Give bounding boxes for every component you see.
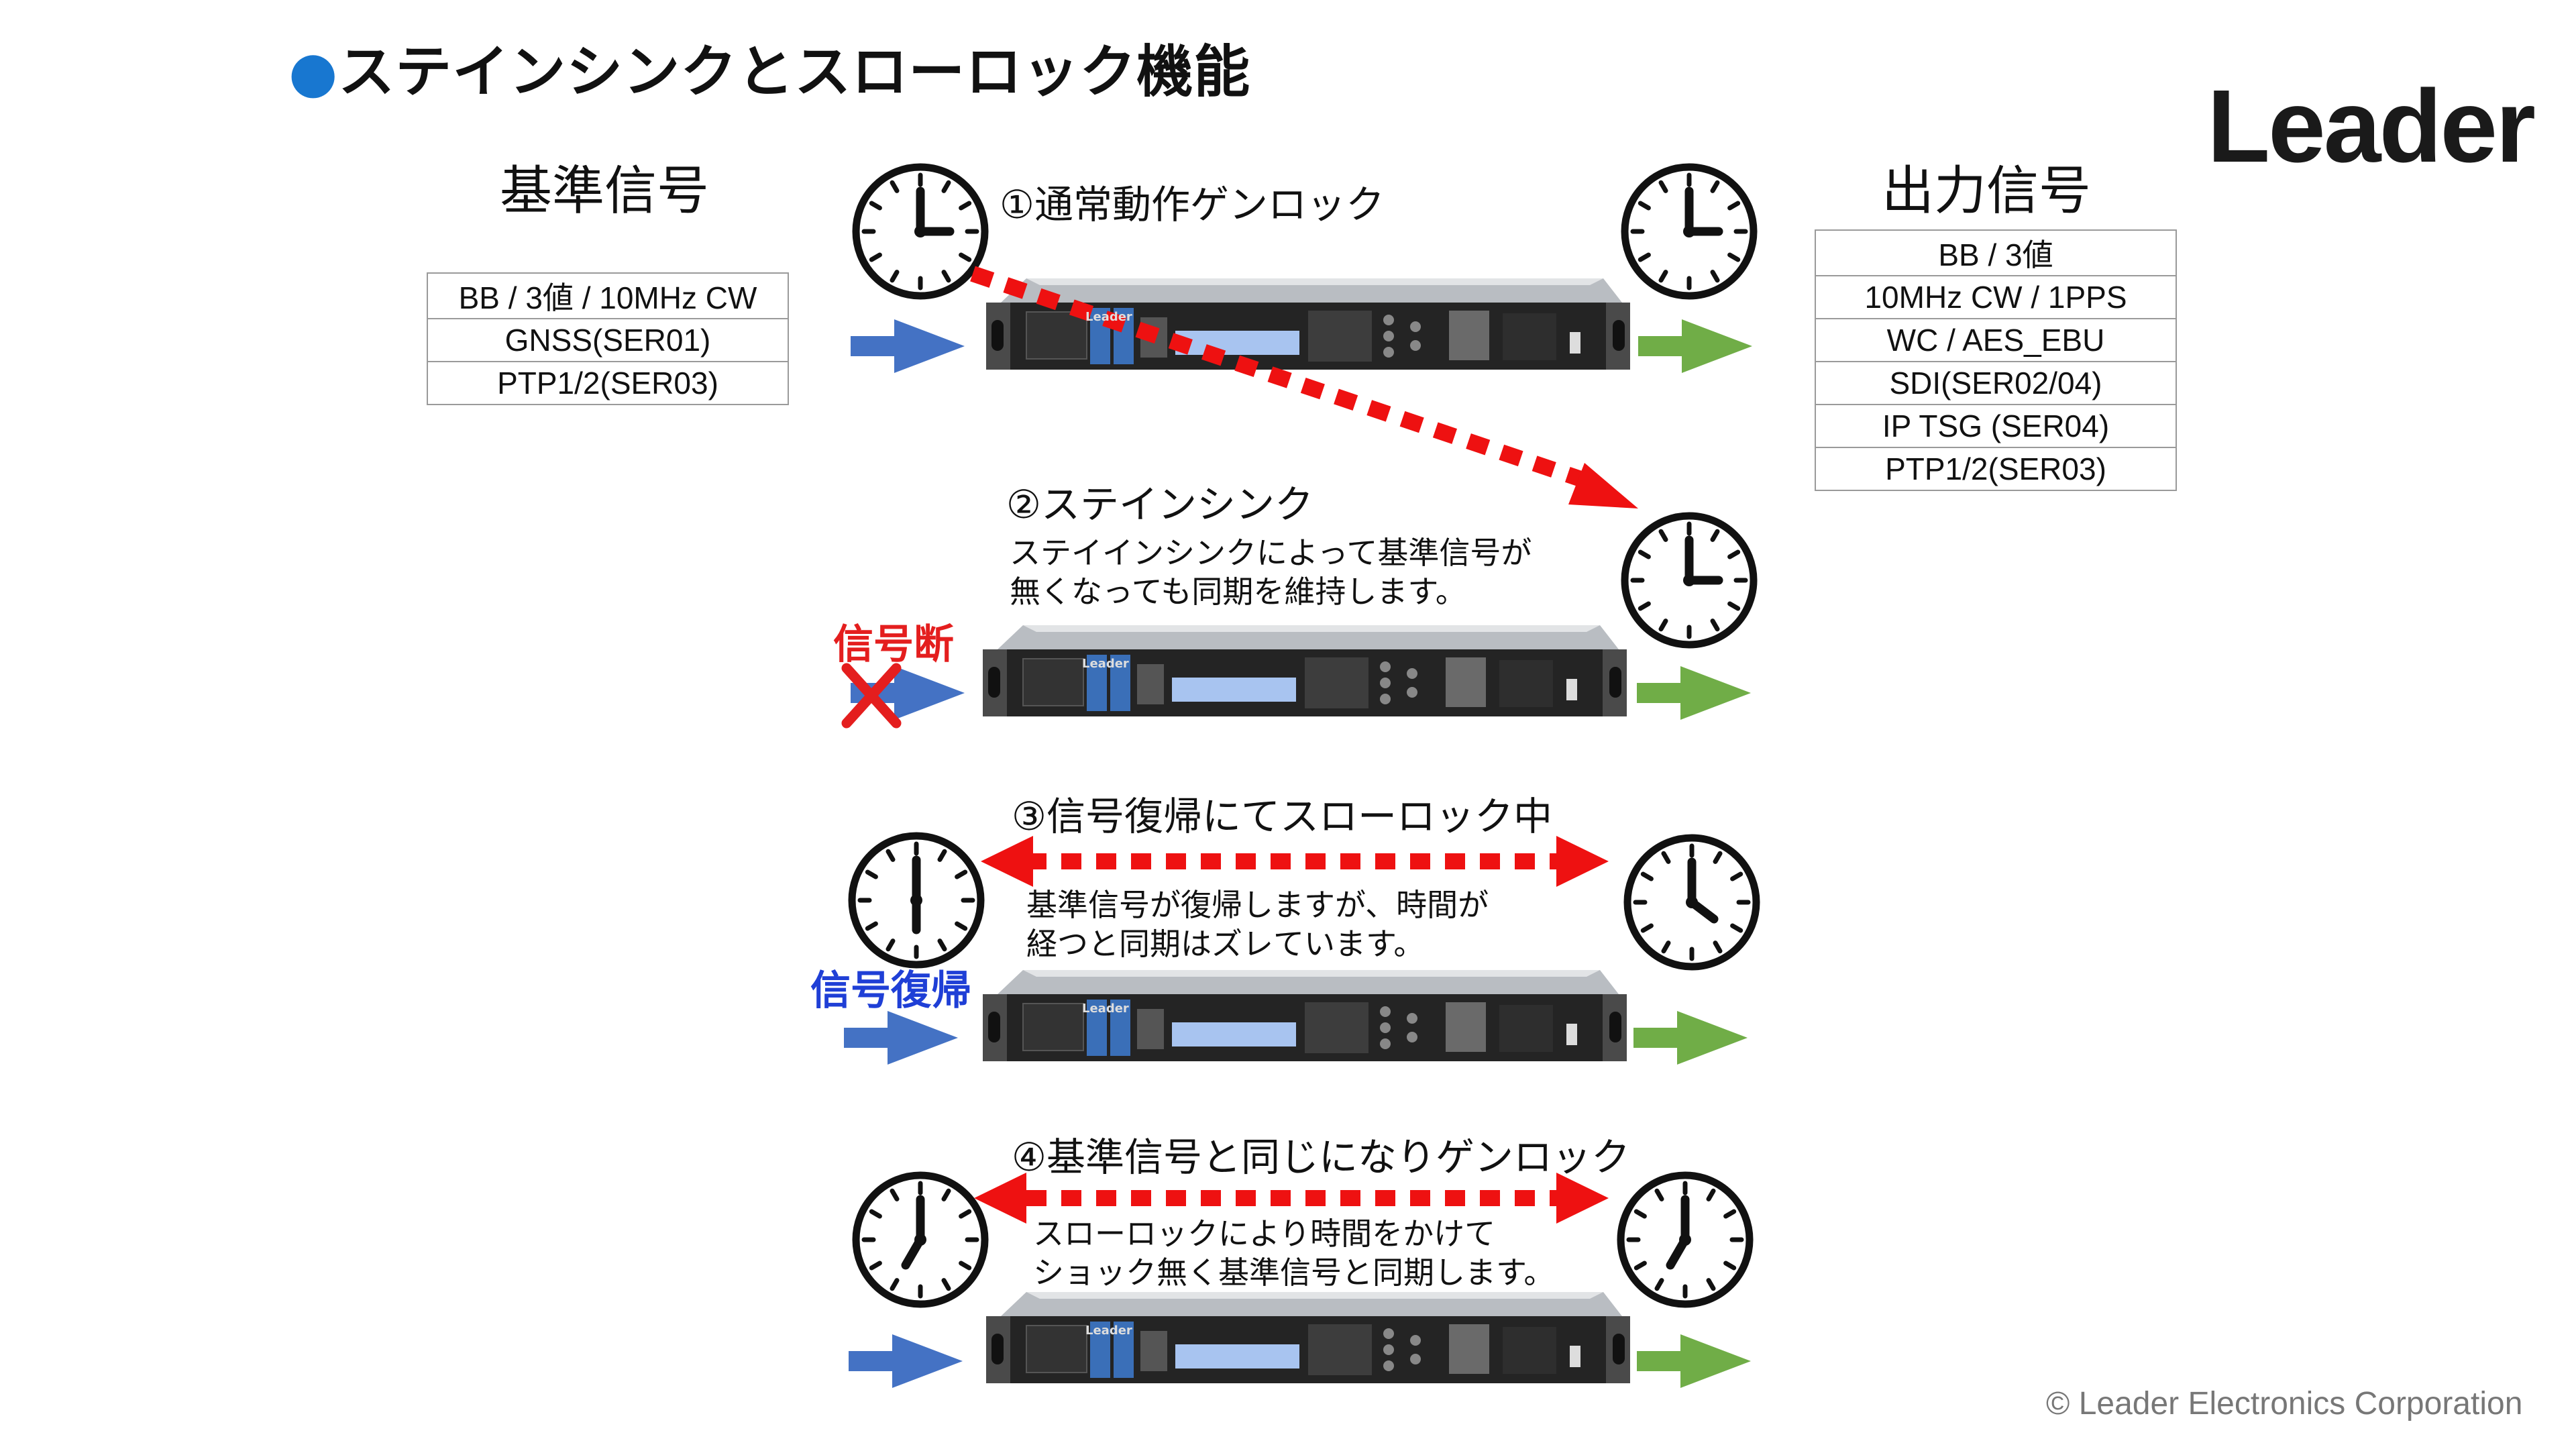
desc-line: スローロックにより時間をかけて — [1033, 1216, 1496, 1252]
table-row: IP TSG (SER04) — [1815, 404, 2177, 448]
step-2-title: ②ステインシンク — [1006, 482, 1313, 527]
cross-icon — [841, 663, 902, 729]
table-cell: WC / AES_EBU — [1815, 318, 2177, 362]
clock-icon — [1621, 1175, 1750, 1304]
desc-line: 無くなっても同期を維持します。 — [1010, 574, 1466, 610]
device-brand: Leader — [1082, 1002, 1129, 1016]
page-title: ●ステインシンクとスローロック機能 — [288, 27, 1250, 108]
output-arrow-icon — [1633, 1011, 1748, 1065]
device-icon — [982, 625, 1627, 717]
device-brand: Leader — [1085, 1324, 1132, 1338]
output-arrow-icon — [1638, 319, 1752, 373]
step-3-title: ③信号復帰にてスローロック中 — [1012, 794, 1552, 839]
table-cell: PTP1/2(SER03) — [1815, 447, 2177, 491]
device-brand: Leader — [1082, 657, 1129, 671]
table-row: BB / 3値 — [1815, 229, 2177, 276]
table-cell: IP TSG (SER04) — [1815, 404, 2177, 448]
input-signal-table: BB / 3値 / 10MHz CW GNSS(SER01) PTP1/2(SE… — [427, 272, 789, 405]
table-cell: BB / 3値 — [1815, 229, 2177, 276]
step-1-title: ①通常動作ゲンロック — [1000, 182, 1385, 227]
output-signal-table: BB / 3値 10MHz CW / 1PPS WC / AES_EBU SDI… — [1815, 229, 2177, 491]
table-cell: 10MHz CW / 1PPS — [1815, 275, 2177, 319]
desc-line: 基準信号が復帰しますが、時間が — [1026, 887, 1489, 923]
copyright: © Leader Electronics Corporation — [2046, 1386, 2523, 1421]
clock-icon — [852, 836, 981, 965]
desc-line: ショック無く基準信号と同期します。 — [1033, 1254, 1555, 1291]
table-row: PTP1/2(SER03) — [1815, 447, 2177, 491]
signal-restored-label: 信号復帰 — [810, 967, 971, 1014]
table-row: 10MHz CW / 1PPS — [1815, 275, 2177, 319]
table-row: WC / AES_EBU — [1815, 318, 2177, 362]
input-arrow-icon — [851, 319, 965, 373]
table-cell: SDI(SER02/04) — [1815, 361, 2177, 405]
device-icon — [985, 1291, 1631, 1384]
dashed-double-arrow — [974, 1173, 1609, 1224]
table-row: BB / 3値 / 10MHz CW — [427, 272, 789, 319]
table-row: SDI(SER02/04) — [1815, 361, 2177, 405]
clock-icon — [1625, 167, 1754, 296]
step-2-desc: ステイインシンクによって基準信号が 無くなっても同期を維持します。 — [1010, 533, 1532, 611]
desc-line: ステイインシンクによって基準信号が — [1010, 535, 1532, 571]
clock-icon — [1625, 516, 1754, 645]
step-4-desc: スローロックにより時間をかけて ショック無く基準信号と同期します。 — [1033, 1214, 1554, 1292]
step-3-desc: 基準信号が復帰しますが、時間が 経つと同期はズレています。 — [1026, 885, 1489, 963]
input-header: 基準信号 — [500, 161, 710, 221]
dashed-arrow — [970, 266, 1638, 508]
table-cell: BB / 3値 / 10MHz CW — [427, 272, 789, 319]
clock-icon — [856, 1175, 985, 1304]
clock-icon — [856, 167, 985, 296]
title-text: ステインシンクとスローロック機能 — [338, 39, 1251, 105]
output-header: 出力信号 — [1882, 161, 2092, 221]
input-arrow-icon — [844, 1011, 958, 1065]
leader-logo: Leader — [2207, 68, 2536, 184]
step-4-title: ④基準信号と同じになりゲンロック — [1012, 1134, 1630, 1180]
desc-line: 経つと同期はズレています。 — [1026, 926, 1425, 962]
output-arrow-icon — [1637, 666, 1751, 720]
device-icon — [985, 278, 1631, 370]
output-arrow-icon — [1637, 1334, 1751, 1388]
table-row: GNSS(SER01) — [427, 318, 789, 362]
bullet-icon: ● — [288, 39, 339, 105]
table-cell: GNSS(SER01) — [427, 318, 789, 362]
signal-lost-label: 信号断 — [833, 621, 954, 668]
device-brand: Leader — [1085, 310, 1132, 324]
table-row: PTP1/2(SER03) — [427, 361, 789, 405]
clock-icon — [1627, 838, 1756, 967]
dashed-double-arrow — [981, 836, 1609, 887]
input-arrow-icon — [849, 1334, 963, 1388]
device-icon — [982, 969, 1627, 1062]
table-cell: PTP1/2(SER03) — [427, 361, 789, 405]
